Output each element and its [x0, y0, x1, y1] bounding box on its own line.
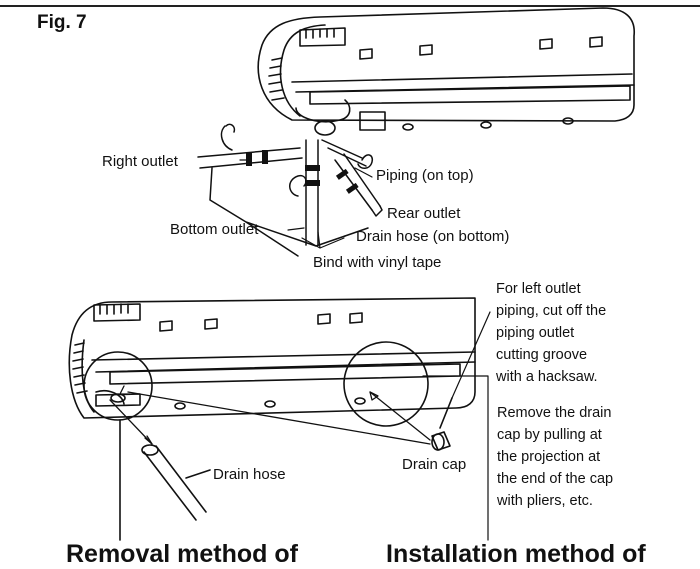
note-line: with pliers, etc. — [497, 493, 593, 509]
note-left-outlet: For left outlet piping, cut off the pipi… — [496, 278, 606, 388]
upper-leader-lines — [239, 159, 373, 249]
right-leader-brackets — [422, 311, 491, 541]
note-line: cutting groove — [496, 347, 588, 363]
detail-arrows — [109, 385, 431, 445]
note-line: piping, cut off the — [496, 303, 607, 319]
vinyl-tape-bands — [246, 150, 359, 194]
lower-drain-hose — [119, 419, 211, 541]
lower-indoor-unit — [68, 297, 476, 419]
upper-indoor-unit — [257, 7, 635, 136]
note-line: the end of the cap — [497, 471, 614, 487]
note-line: the projection at — [497, 449, 601, 465]
label-drain-hose: Drain hose — [213, 466, 286, 483]
note-line: Remove the drain — [497, 405, 612, 421]
figure-label: Fig. 7 — [37, 12, 87, 33]
label-bottom-outlet: Bottom outlet — [170, 221, 259, 238]
label-drain-hose-on-bottom: Drain hose (on bottom) — [356, 228, 510, 245]
label-piping-on-top: Piping (on top) — [376, 167, 474, 184]
label-right-outlet: Right outlet — [102, 153, 178, 170]
label-drain-cap: Drain cap — [402, 456, 467, 473]
drain-cap — [431, 397, 453, 451]
heading-installation: Installation method of — [386, 540, 646, 568]
note-line: piping outlet — [496, 325, 575, 341]
note-line: For left outlet — [496, 281, 581, 297]
top-rule — [0, 5, 700, 7]
label-bind-with-vinyl-tape: Bind with vinyl tape — [313, 254, 442, 271]
detail-circles — [83, 341, 429, 427]
heading-removal: Removal method of — [66, 540, 298, 568]
note-line: cap by pulling at — [497, 427, 602, 443]
note-drain-cap-removal: Remove the drain cap by pulling at the p… — [497, 402, 613, 512]
label-rear-outlet: Rear outlet — [387, 205, 461, 222]
note-line: with a hacksaw. — [496, 369, 598, 385]
